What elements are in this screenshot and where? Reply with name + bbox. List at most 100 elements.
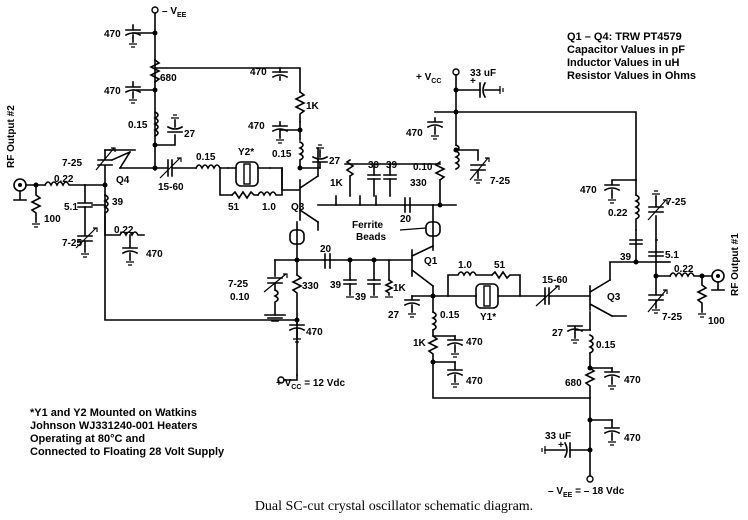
vee-bottom-terminal: – VEE = – 18 Vdc — [548, 475, 625, 499]
inductor-015-q4 — [153, 110, 159, 138]
capacitors-39-q2 — [344, 163, 441, 197]
inductor-10-y1 — [447, 271, 493, 297]
svg-text:7-25: 7-25 — [490, 176, 510, 187]
q1-label: Q1 — [424, 256, 438, 267]
resistor-51-y2 — [230, 190, 259, 200]
capacitor-27-q3 — [566, 325, 591, 344]
svg-text:27: 27 — [184, 129, 196, 140]
svg-text:470: 470 — [306, 327, 323, 338]
junction-dots — [33, 30, 705, 453]
trimmer-7-25-q4-bottom — [75, 206, 98, 258]
note-capacitor-units: Capacitor Values in pF — [567, 44, 685, 56]
svg-text:1.0: 1.0 — [262, 202, 276, 213]
svg-text:100: 100 — [44, 214, 61, 225]
rf-output-1-label: RF Output #1 — [730, 233, 741, 296]
vcc-mid-terminal: + VCC — [416, 68, 460, 85]
ferrite-bead-q1 — [425, 204, 441, 251]
svg-text:330: 330 — [410, 178, 427, 189]
figure-caption: Dual SC-cut crystal oscillator schematic… — [255, 499, 533, 514]
svg-text:0.10: 0.10 — [230, 292, 250, 303]
svg-text:1K: 1K — [306, 101, 320, 112]
svg-text:100: 100 — [708, 316, 725, 327]
vcc-bottom-terminal: + VCC = 12 Vdc — [276, 374, 345, 391]
note-heater-4: Connected to Floating 28 Volt Supply — [30, 446, 225, 458]
trimmer-7-25-q4-top — [95, 147, 116, 196]
resistor-680-top — [149, 58, 161, 84]
svg-text:0.15: 0.15 — [272, 149, 292, 160]
note-resistor-units: Resistor Values in Ohms — [567, 70, 696, 82]
capacitor-20-q1 — [324, 253, 331, 269]
svg-text:39: 39 — [620, 252, 632, 263]
ferrite-bead-q2 — [289, 221, 305, 261]
svg-text:39: 39 — [355, 292, 367, 303]
capacitor-20-q2 — [404, 197, 411, 213]
svg-text:– VEE: – VEE — [162, 6, 187, 19]
inductor-015-q1 — [431, 310, 437, 332]
capacitor-51-q4 — [77, 184, 106, 208]
inductor-022-out2 — [43, 181, 86, 187]
svg-text:470: 470 — [624, 375, 641, 386]
inductor-015-y2 — [194, 164, 229, 170]
svg-text:33 uF: 33 uF — [545, 431, 571, 442]
svg-text:51: 51 — [494, 260, 506, 271]
ferrite-label-1: Ferrite — [352, 220, 384, 231]
svg-text:27: 27 — [552, 328, 564, 339]
capacitor-470-top — [124, 24, 142, 48]
svg-text:39: 39 — [386, 160, 398, 171]
svg-text:7-25: 7-25 — [228, 279, 248, 290]
note-heater-1: *Y1 and Y2 Mounted on Watkins — [30, 407, 197, 419]
inductor-010-q1 — [273, 288, 279, 316]
svg-text:+: + — [558, 440, 564, 451]
resistor-1k-q2 — [294, 90, 306, 123]
capacitor-33uf-bottom: + — [541, 440, 571, 459]
vee-top-terminal: – VEE — [151, 6, 187, 19]
trimmer-7-25-q3-top — [647, 190, 668, 241]
inductor-039-q4 — [103, 193, 109, 215]
q3-label: Q3 — [607, 292, 621, 303]
notes-bottom: *Y1 and Y2 Mounted on Watkins Johnson WJ… — [30, 407, 225, 458]
resistor-100-out2 — [30, 184, 42, 228]
ferrite-label-2: Beads — [356, 232, 386, 243]
capacitor-51-q3 — [648, 251, 664, 257]
trimmer-7-25-q1 — [263, 273, 288, 293]
trimmer-7-25-q2 — [469, 157, 490, 184]
svg-text:470: 470 — [146, 249, 163, 260]
svg-text:15-60: 15-60 — [158, 182, 184, 193]
svg-text:7-25: 7-25 — [62, 238, 82, 249]
svg-text:5.1: 5.1 — [64, 202, 78, 213]
resistor-680-q3 — [584, 366, 596, 421]
capacitor-470-q1a — [446, 335, 464, 358]
resistor-330-q1 — [291, 273, 303, 321]
capacitors-39-q1 — [343, 279, 381, 298]
rf-output-2-label: RF Output #2 — [6, 105, 17, 168]
capacitor-27-q1 — [403, 295, 421, 318]
rf-output-2-connector — [13, 178, 46, 201]
inductor-022-out1 — [668, 272, 713, 278]
svg-text:0.15: 0.15 — [596, 340, 616, 351]
svg-text:27: 27 — [388, 310, 400, 321]
svg-text:0.22: 0.22 — [54, 174, 74, 185]
svg-text:Y1*: Y1* — [480, 312, 496, 323]
svg-text:+: + — [470, 76, 476, 87]
svg-text:33 uF: 33 uF — [470, 68, 496, 79]
notes-top: Q1 – Q4: TRW PT4579 Capacitor Values in … — [567, 31, 696, 82]
inductor-10-y2 — [256, 167, 283, 197]
svg-text:7-25: 7-25 — [62, 158, 82, 169]
svg-text:0.22: 0.22 — [114, 225, 134, 236]
capacitor-470-q3c — [603, 179, 637, 204]
svg-text:0.10: 0.10 — [413, 162, 433, 173]
svg-text:39: 39 — [112, 197, 124, 208]
note-heater-2: Johnson WJ331240-001 Heaters — [30, 420, 198, 432]
svg-text:680: 680 — [565, 378, 582, 389]
trimmer-15-60-q3 — [535, 285, 591, 307]
inductor-015-q2 — [298, 140, 304, 169]
capacitor-470-q4c — [121, 234, 139, 266]
capacitor-470-q1b — [446, 361, 464, 388]
svg-text:27: 27 — [329, 156, 341, 167]
trimmer-7-25-q3-bottom — [647, 275, 668, 314]
capacitor-470-vcc — [426, 117, 444, 140]
q2-label: Q3 — [291, 202, 305, 213]
svg-text:470: 470 — [250, 67, 267, 78]
rf-output-1-connector — [711, 269, 725, 291]
